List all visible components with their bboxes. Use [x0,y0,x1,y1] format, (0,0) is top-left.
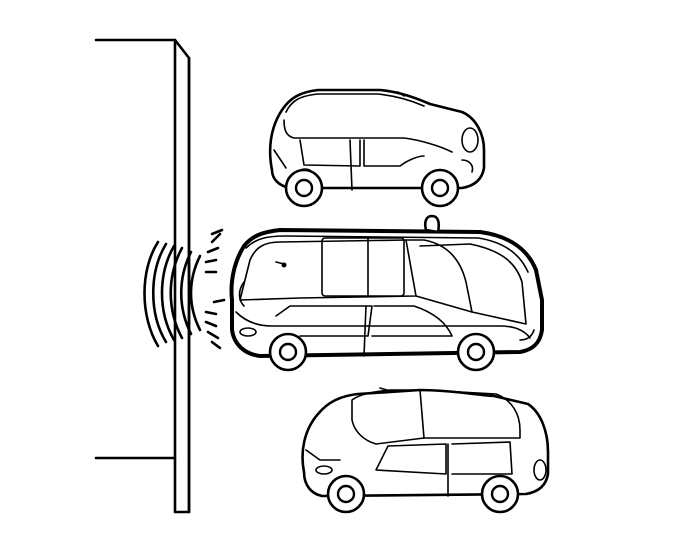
wall [94,38,191,514]
sensor-echo-arcs [143,240,202,348]
main-suv [229,214,544,372]
parked-car-top [268,88,486,208]
sensor-pulse-dashes [204,228,226,350]
parked-car-bottom [301,387,550,514]
